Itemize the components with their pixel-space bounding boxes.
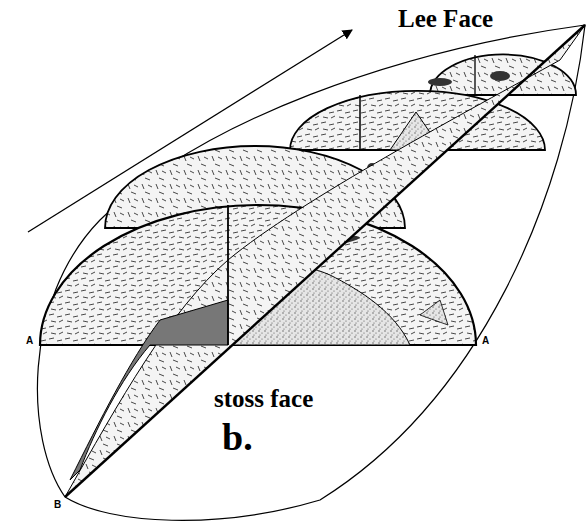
section-end-label: B [52, 500, 63, 511]
section-end-label: A [480, 336, 491, 347]
stoss-face-label: stoss face [212, 386, 315, 412]
lee-face-label: Lee Face [396, 6, 495, 32]
section-end-label: A [24, 336, 35, 347]
panel-letter: b. [220, 418, 255, 458]
